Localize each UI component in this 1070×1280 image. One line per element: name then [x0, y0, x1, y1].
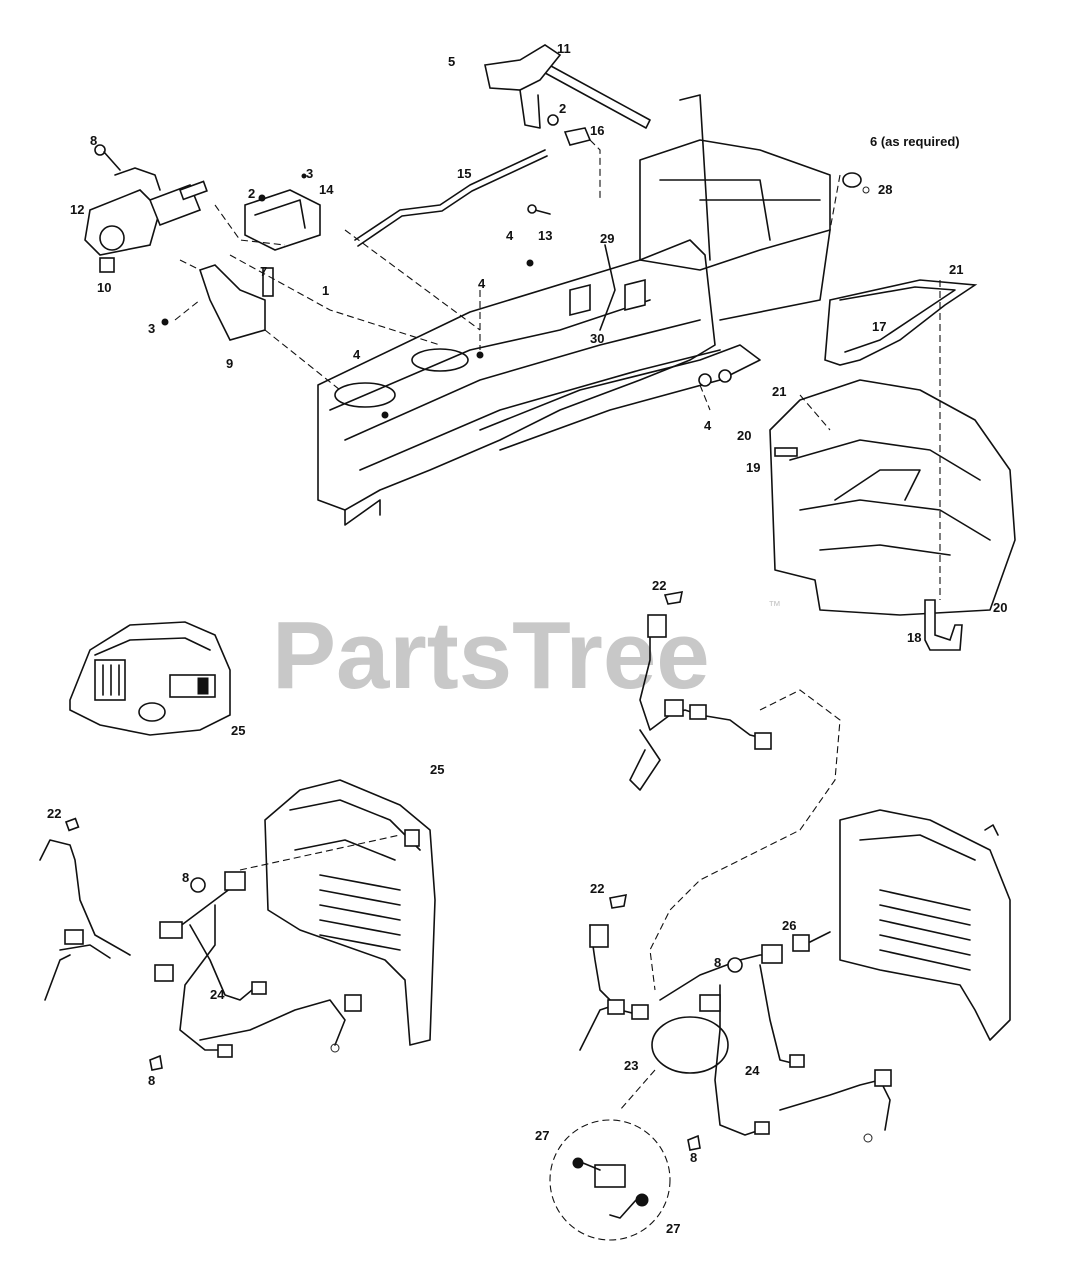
callout-18: 18 [907, 630, 921, 645]
callout-28: 28 [878, 182, 892, 197]
callout-1: 1 [322, 283, 329, 298]
callout-4c: 4 [353, 347, 361, 362]
callout-13: 13 [538, 228, 552, 243]
right-upper-harness [629, 591, 841, 991]
tractor-frame [317, 94, 831, 526]
pivot-bracket [198, 264, 266, 341]
callout-4d: 4 [704, 418, 712, 433]
lift-shaft [484, 44, 651, 129]
callout-7: 7 [260, 264, 267, 279]
lift-rod [354, 149, 546, 241]
left-grille-slots [319, 874, 401, 951]
watermark-trademark: ™ [768, 598, 781, 613]
callout-22b: 22 [47, 806, 61, 821]
callout-27a: 27 [535, 1128, 549, 1143]
callout-14: 14 [319, 182, 334, 197]
callout-25b: 25 [430, 762, 444, 777]
callout-19: 19 [746, 460, 760, 475]
callout-16: 16 [590, 123, 604, 138]
callout-8a: 8 [90, 133, 97, 148]
right-hood-assembly [779, 809, 1011, 1143]
callout-12: 12 [70, 202, 84, 217]
callout-21a: 21 [949, 262, 963, 277]
callout-26: 26 [782, 918, 796, 933]
callout-20a: 20 [737, 428, 751, 443]
fender-assembly [769, 279, 1016, 651]
callout-27b: 27 [666, 1221, 680, 1236]
callout-labels: 11 5 2 16 8 3 2 14 15 6 (as required) 28… [47, 41, 1007, 1236]
electric-actuator [84, 144, 208, 273]
dash-panel [69, 621, 231, 736]
right-lower-harness [579, 893, 831, 1151]
right-grille-slots [879, 889, 971, 971]
callout-3a: 3 [306, 166, 313, 181]
watermark-brand: PartsTree [272, 602, 710, 709]
callout-2b: 2 [248, 186, 255, 201]
callout-8c: 8 [148, 1073, 155, 1088]
callout-20b: 20 [993, 600, 1007, 615]
callout-9: 9 [226, 356, 233, 371]
left-wire-harness [39, 817, 420, 1071]
callout-4b: 4 [478, 276, 486, 291]
callout-22a: 22 [652, 578, 666, 593]
callout-8e: 8 [690, 1150, 697, 1165]
callout-2a: 2 [559, 101, 566, 116]
callout-8d: 8 [714, 955, 721, 970]
callout-11: 11 [557, 41, 571, 56]
leader-lines-top [174, 139, 841, 411]
callout-10: 10 [97, 280, 111, 295]
callout-3b: 3 [148, 321, 155, 336]
callout-6: 6 (as required) [870, 134, 960, 149]
callout-24a: 24 [210, 987, 225, 1002]
callout-29: 29 [600, 231, 614, 246]
callout-25a: 25 [231, 723, 245, 738]
detail-inset [549, 1119, 671, 1241]
callout-30: 30 [590, 331, 604, 346]
callout-24b: 24 [745, 1063, 760, 1078]
left-hood-assembly [199, 779, 436, 1053]
callout-23: 23 [624, 1058, 638, 1073]
callout-22c: 22 [590, 881, 604, 896]
callout-4a: 4 [506, 228, 514, 243]
bracket [244, 189, 321, 251]
callout-15: 15 [457, 166, 471, 181]
callout-8b: 8 [182, 870, 189, 885]
callout-5: 5 [448, 54, 455, 69]
callout-21b: 21 [772, 384, 786, 399]
callout-17: 17 [872, 319, 886, 334]
